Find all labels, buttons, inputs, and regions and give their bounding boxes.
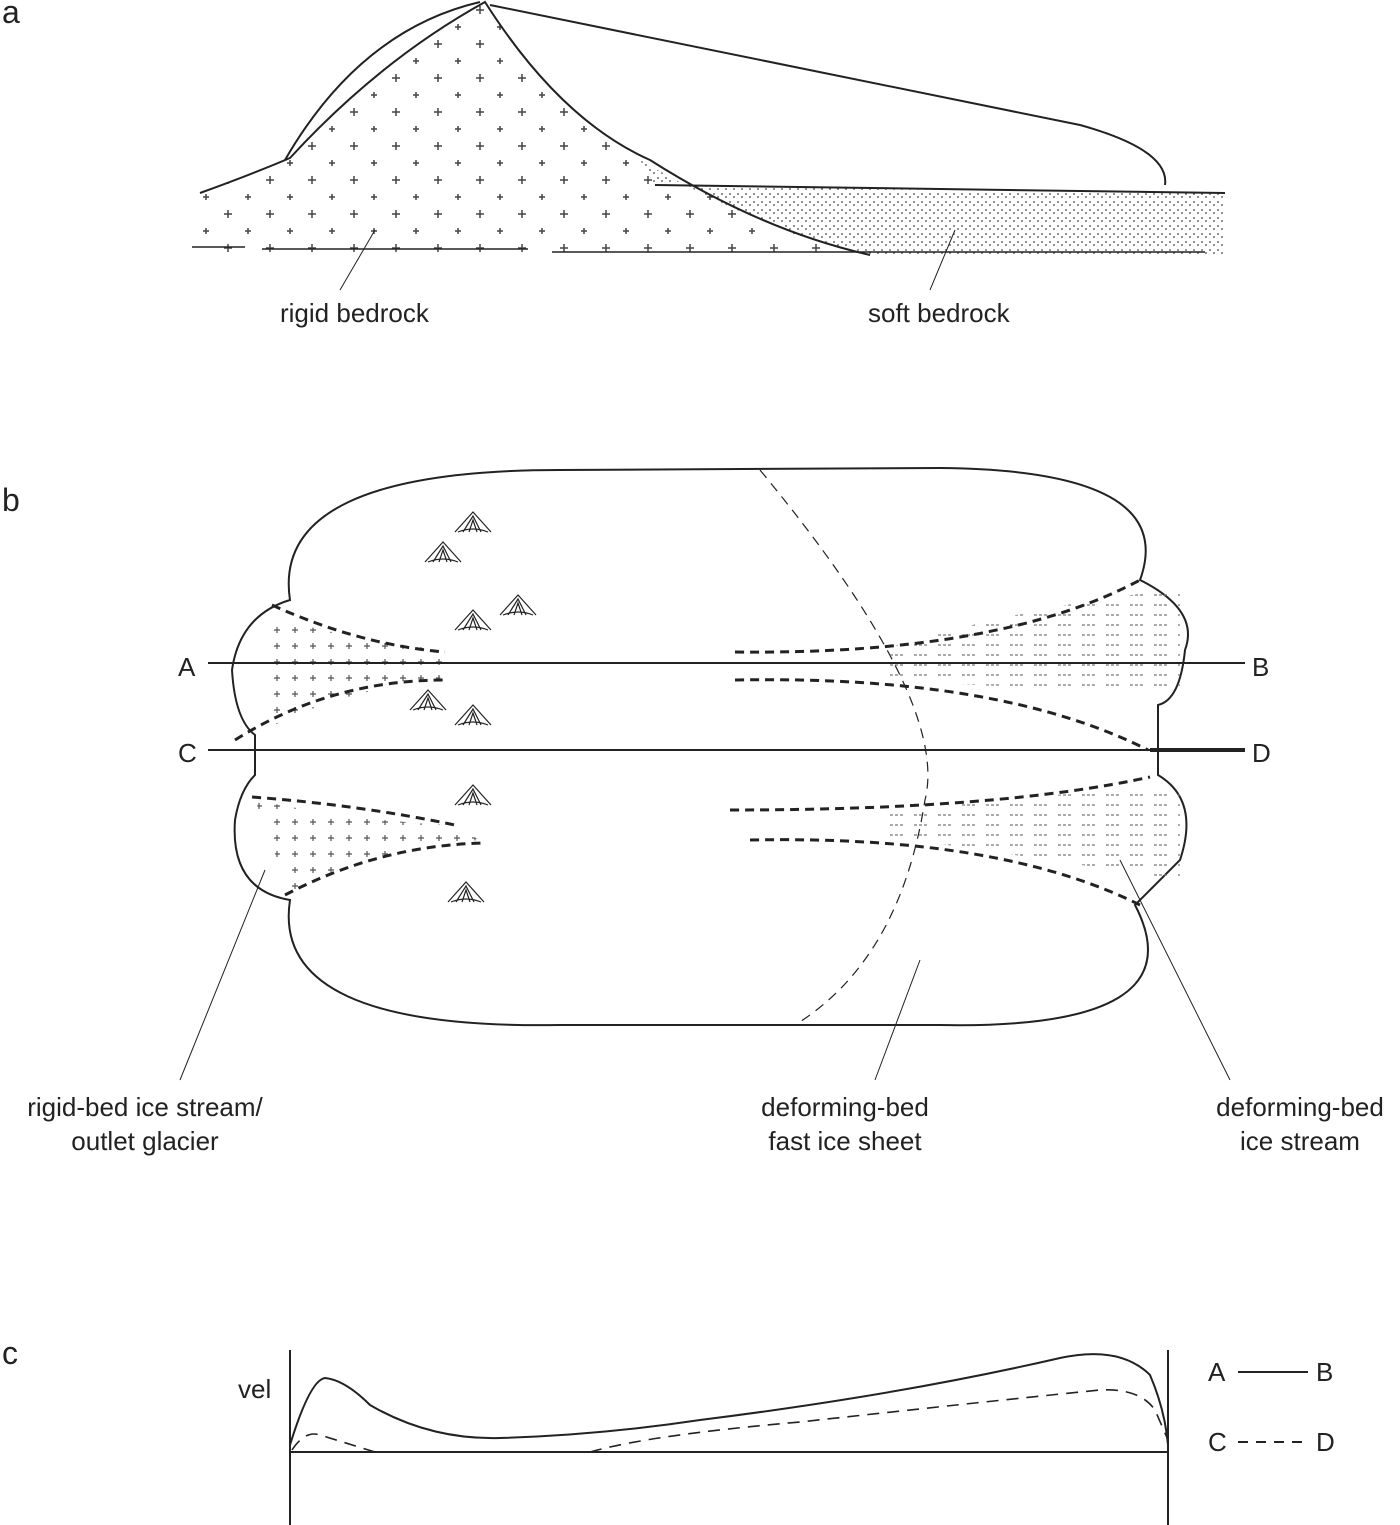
legend-ab-from: A bbox=[1208, 1357, 1226, 1387]
label-line-2: ice stream bbox=[1240, 1126, 1360, 1156]
rigid-bed-ice-stream-label: rigid-bed ice stream/outlet glacier bbox=[0, 1090, 290, 1158]
legend-ab-to: B bbox=[1316, 1357, 1334, 1387]
velocity-axis-label: vel bbox=[238, 1374, 272, 1404]
panel-label-c: c bbox=[2, 1335, 18, 1371]
legend-cd-to: D bbox=[1316, 1427, 1335, 1457]
velocity-curve-c-d bbox=[291, 1389, 1169, 1453]
velocity-curve-a-b bbox=[289, 1353, 1169, 1446]
panel-c-velocity-profile bbox=[289, 1350, 1308, 1525]
label-line-2: fast ice sheet bbox=[768, 1126, 922, 1156]
panel-label-a: a bbox=[2, 0, 20, 30]
soft-bedrock-label: soft bedrock bbox=[868, 298, 1010, 328]
fast-ice-sheet-label: deforming-bed fast ice sheet bbox=[730, 1090, 960, 1158]
line-label-b: B bbox=[1252, 652, 1270, 682]
label-line-1: deforming-bed bbox=[1216, 1092, 1384, 1122]
label-line-1: rigid-bed ice stream/ bbox=[27, 1092, 263, 1122]
panel-a-cross-section bbox=[192, 0, 1226, 291]
legend-cd-from: C bbox=[1208, 1427, 1227, 1457]
panel-b-plan-view bbox=[179, 466, 1245, 1081]
deforming-bed-ice-stream-label: deforming-bed ice stream bbox=[1190, 1090, 1400, 1158]
label-line-2: outlet glacier bbox=[71, 1126, 219, 1156]
line-label-d: D bbox=[1252, 738, 1271, 768]
label-line-1: deforming-bed bbox=[761, 1092, 929, 1122]
panel-label-b: b bbox=[2, 482, 20, 518]
line-label-c: C bbox=[178, 738, 197, 768]
rigid-bedrock-label: rigid bedrock bbox=[280, 298, 429, 328]
line-label-a: A bbox=[178, 652, 196, 682]
